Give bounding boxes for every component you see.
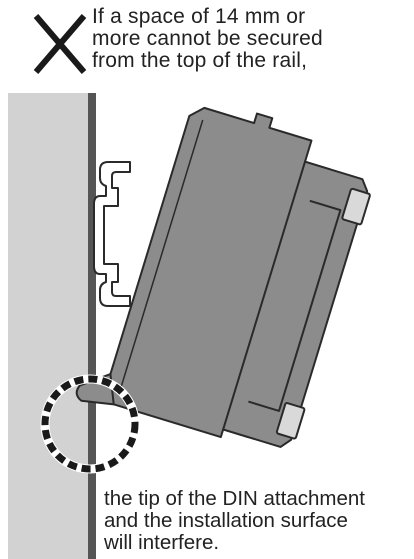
result-text: the tip of the DIN attachment and the in… — [104, 488, 410, 554]
warning-text-line-2: more cannot be secured — [92, 27, 323, 50]
result-text-line-2: and the installation surface — [104, 509, 348, 532]
din-rail-profile — [93, 161, 131, 307]
tilted-device — [75, 106, 371, 448]
result-text-line-1: the tip of the DIN attachment — [104, 487, 365, 510]
device-front-cover — [222, 160, 369, 448]
installation-surface — [8, 93, 88, 559]
dashed-circle-icon-dashes — [41, 375, 139, 473]
warning-text-line-1: If a space of 14 mm or — [92, 5, 306, 28]
result-text-line-3: will interfere. — [104, 531, 220, 554]
warning-text: If a space of 14 mm or more cannot be se… — [92, 6, 408, 72]
device-seam — [118, 119, 204, 392]
warning-text-line-3: from the top of the rail, — [92, 49, 308, 72]
device-panel-line — [248, 199, 342, 412]
device-bottom-tab — [275, 402, 306, 440]
device-top-tab — [341, 187, 371, 226]
din-rail-edge — [88, 93, 96, 559]
cross-mark-icon — [33, 14, 87, 74]
